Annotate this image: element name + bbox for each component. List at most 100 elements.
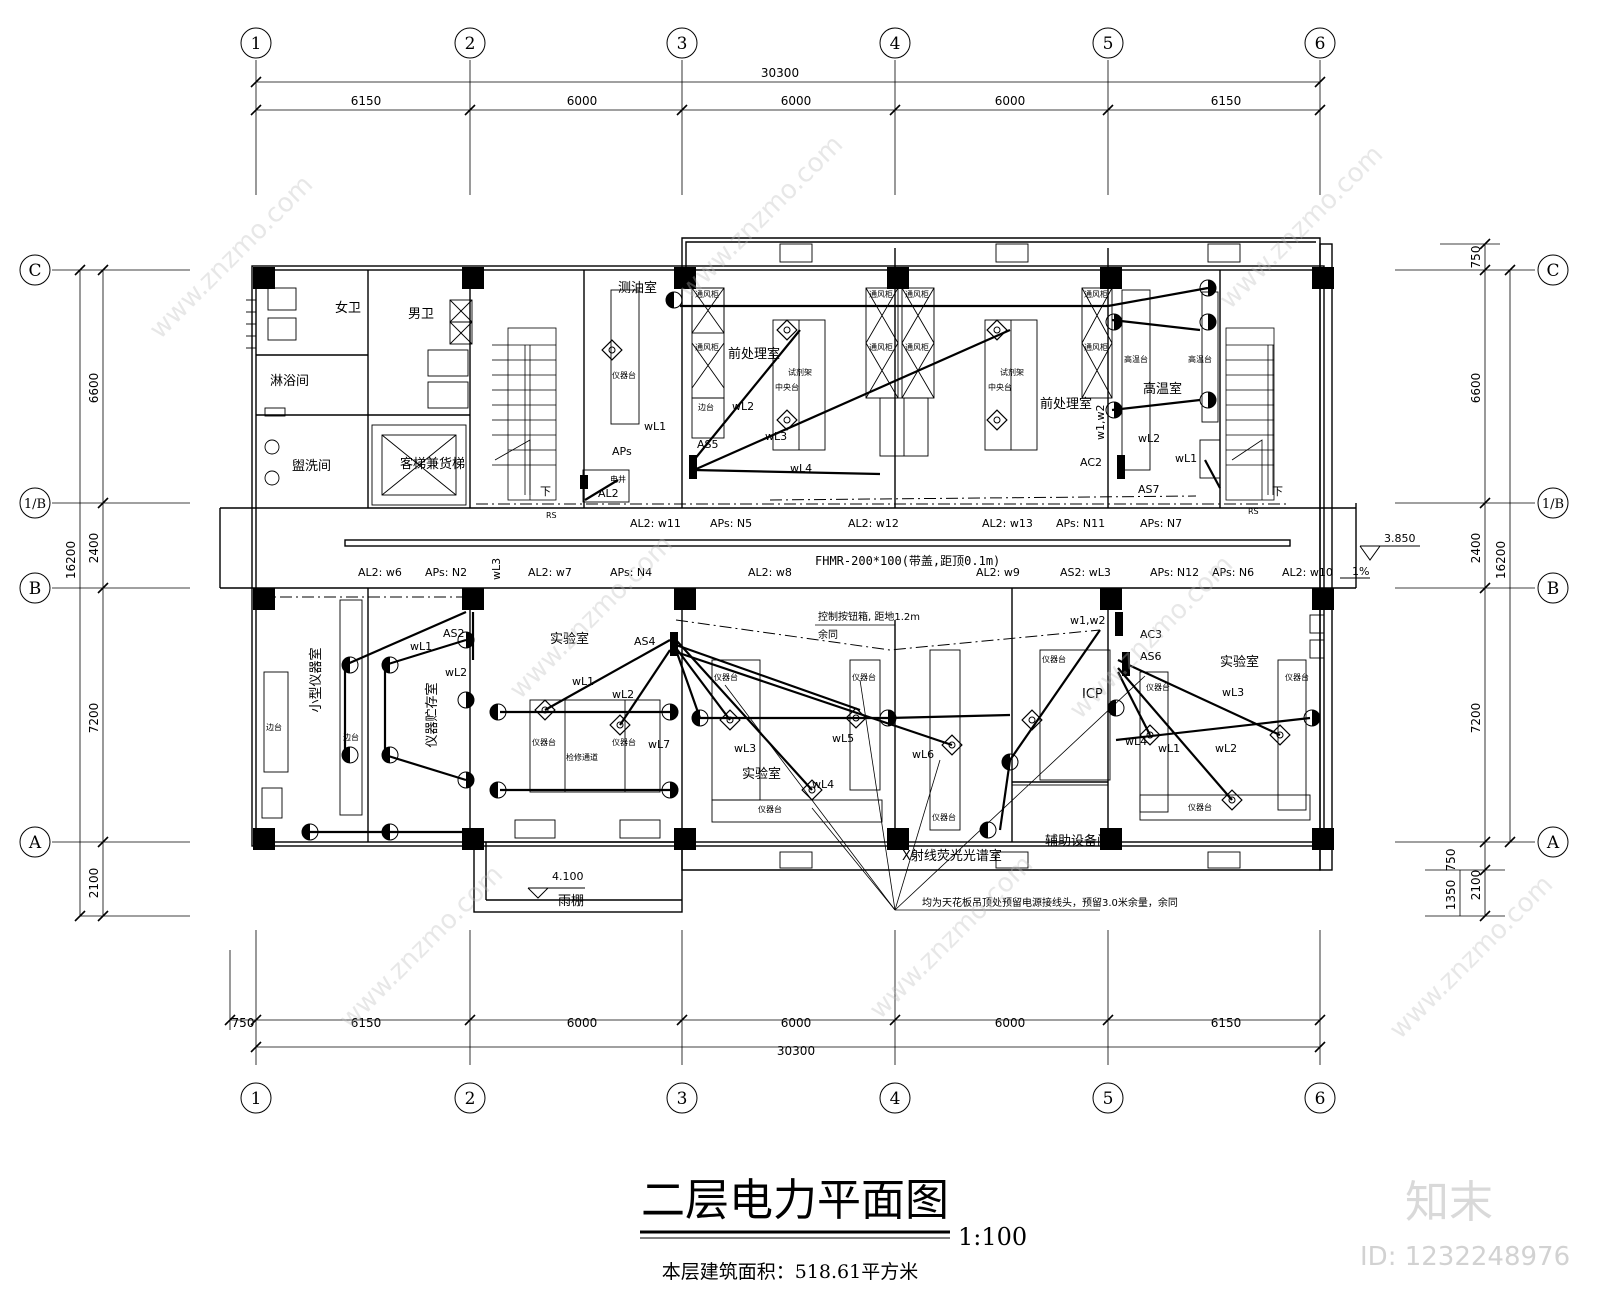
label-service: 检修通道	[566, 752, 598, 762]
panel-al2: AL2	[598, 487, 619, 500]
dim-top-4: 6000	[995, 94, 1026, 108]
label-rack-1: 试剂架	[788, 367, 812, 377]
label-elec-shaft: 电井	[610, 474, 626, 484]
socket-fill-icon	[466, 632, 474, 648]
power-outlet-icon	[1269, 724, 1291, 746]
label-side-1: 边台	[698, 402, 714, 412]
power-outlet-icon	[609, 714, 631, 736]
circuit-top-6: APs: N7	[1140, 517, 1182, 530]
socket-fill-icon	[490, 782, 498, 798]
panel-ac2: AC2	[1080, 456, 1102, 469]
room-elevator: 客梯兼货梯	[400, 456, 465, 472]
dash-routes	[258, 495, 1290, 651]
axis-col-3: 3	[677, 34, 688, 54]
socket-fill-icon	[342, 747, 350, 763]
panel-labels: AS5 AC2 AS7 APs AL2 RS RS AS2 AS4 AC3 AS…	[443, 438, 1259, 663]
title-underline	[640, 1230, 950, 1239]
label-bench-1: 仪器台	[532, 737, 556, 747]
socket-fill-icon	[1002, 754, 1010, 770]
circuit-top-4: AL2: w13	[982, 517, 1033, 530]
power-outlet-icon	[845, 707, 867, 729]
power-outlet-icon	[534, 699, 556, 721]
label-high-temp-2: 高温台	[1188, 354, 1212, 364]
socket-fill-icon	[692, 710, 700, 726]
dim-top-total: 30300	[761, 66, 799, 80]
axis-col-6: 6	[1315, 34, 1326, 54]
panel-as5: AS5	[697, 438, 719, 451]
dim-top-1: 6150	[351, 94, 382, 108]
axis-col-4-bottom: 4	[890, 1089, 901, 1109]
power-outlet-dot-icon	[808, 786, 816, 794]
room-washroom: 盥洗间	[292, 459, 331, 474]
circuit-wl3-a: wL3	[765, 430, 787, 443]
socket-fill-icon	[382, 657, 390, 673]
circuit-top-2: APs: N5	[710, 517, 752, 530]
circuit-w1w2: w1,w2	[1070, 614, 1106, 627]
structural-columns	[253, 267, 1334, 850]
room-high-temp: 高温室	[1143, 381, 1182, 397]
circuit-bottom-5: AL2: w8	[748, 566, 792, 579]
label-bench-8: 仪器台	[1146, 682, 1170, 692]
power-outlet-icon	[986, 409, 1008, 431]
dimension-chains	[74, 76, 1516, 1053]
circuit-wl1-b: wL1	[1175, 452, 1197, 465]
room-lab-3: 实验室	[1220, 654, 1259, 670]
brand-logo-text: 知末	[1405, 1177, 1493, 1228]
label-vent-2: 通风柜	[695, 342, 719, 352]
dim-left-1: 6600	[87, 373, 101, 404]
room-small-instr: 小型仪器室	[308, 647, 324, 712]
power-outlet-icon	[801, 779, 823, 801]
label-bench-4: 仪器台	[852, 672, 876, 682]
circuit-wl6: wL6	[912, 748, 934, 761]
power-outlet-icon	[1139, 724, 1161, 746]
power-outlet-dot-icon	[852, 714, 860, 722]
socket-fill-icon	[302, 824, 310, 840]
power-outlet-icon	[776, 409, 798, 431]
watermark-1: www.znzmo.com	[144, 170, 319, 345]
label-bench-9: 仪器台	[1285, 672, 1309, 682]
power-outlet-dot-icon	[1228, 796, 1236, 804]
circuit-wl4-e: wL4	[812, 778, 834, 791]
axis-row-a: A	[28, 833, 42, 853]
room-instr-storage: 仪器贮存室	[424, 682, 440, 747]
label-bench-3: 仪器台	[714, 672, 738, 682]
socket-fill-icon	[1208, 392, 1216, 408]
level-floor: 3.850	[1384, 532, 1416, 545]
dim-bottom-3: 6000	[781, 1016, 812, 1030]
power-outlet-icon	[776, 319, 798, 341]
label-rack-2: 试剂架	[1000, 367, 1024, 377]
room-labels: 女卫 男卫 淋浴间 盥洗间 客梯兼货梯 测油室 前处理室 前处理室 高温室 小型…	[270, 280, 1259, 909]
dim-right-total: 16200	[1494, 541, 1508, 579]
furniture-labels: 通风柜 通风柜 通风柜 通风柜 通风柜 通风柜 通风柜 通风柜 仪器台 边台 中…	[266, 289, 1309, 822]
axis-col-2: 2	[465, 34, 476, 54]
power-outlet-dot-icon	[726, 716, 734, 724]
label-vent-4: 通风柜	[905, 289, 929, 299]
dimension-texts: 30300 6150 6000 6000 6000 6150 750 6150 …	[64, 66, 1508, 1058]
trunking-spec: FHMR-200*100(带盖,距顶0.1m)	[815, 554, 1000, 568]
label-bench-2: 仪器台	[612, 737, 636, 747]
dim-bottom-1: 6150	[351, 1016, 382, 1030]
dim-top-5: 6150	[1211, 94, 1242, 108]
label-center-1: 中央台	[775, 382, 799, 392]
room-oil-test: 测油室	[618, 280, 657, 296]
power-outlet-icon	[1021, 709, 1043, 731]
room-aux-equip: 辅助设备间	[1045, 833, 1110, 849]
dim-right-2: 6600	[1469, 373, 1483, 404]
axis-col-4: 4	[890, 34, 901, 54]
socket-fill-icon	[1312, 710, 1320, 726]
circuit-wl2-d: wL2	[612, 688, 634, 701]
image-id: ID: 1232248976	[1360, 1242, 1570, 1272]
circuit-bottom-3: AL2: w7	[528, 566, 572, 579]
notes: FHMR-200*100(带盖,距顶0.1m) 控制按钮箱, 距地1.2m 余同…	[552, 532, 1416, 909]
power-outlet-dot-icon	[783, 416, 791, 424]
circuit-wl1-d: wL1	[572, 675, 594, 688]
room-icp: ICP	[1082, 687, 1103, 702]
dim-bottom-total: 30300	[777, 1044, 815, 1058]
axis-row-b: B	[29, 579, 42, 599]
socket-fill-icon	[670, 704, 678, 720]
ceiling-note: 均为天花板吊顶处预留电源接线头，预留3.0米余量，余同	[922, 896, 1178, 909]
dim-right-3: 2400	[1469, 533, 1483, 564]
power-outlet-dot-icon	[1276, 731, 1284, 739]
socket-fill-icon	[382, 824, 390, 840]
